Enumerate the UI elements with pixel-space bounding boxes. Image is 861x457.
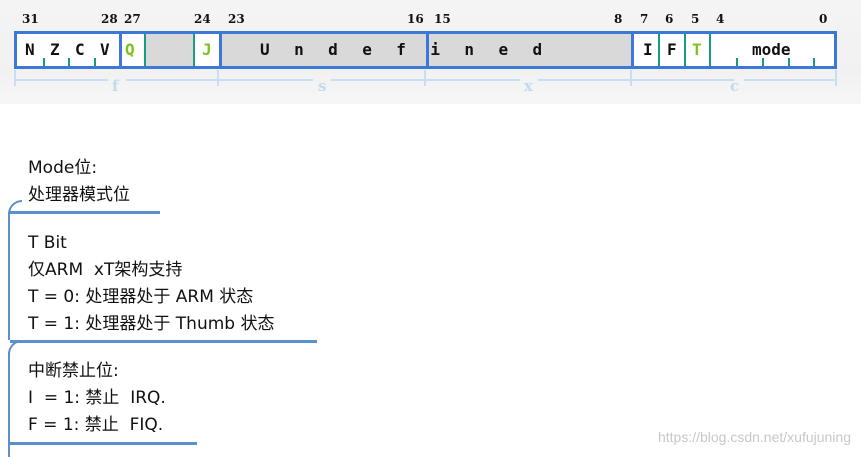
undefined-label: U n d e f i n e d	[260, 40, 550, 59]
bit-number-8: 8	[614, 12, 623, 26]
field-label-c: c	[730, 77, 740, 95]
bit-number-4: 4	[716, 12, 725, 26]
field-label-s: s	[318, 77, 327, 95]
field-divider	[631, 31, 634, 69]
field-bracket-edge	[14, 70, 16, 86]
field-line	[744, 79, 837, 81]
interrupt-note-line: F = 1: 禁止 FIQ.	[28, 415, 164, 435]
interrupt-note: 中断禁止位: I = 1: 禁止 IRQ. F = 1: 禁止 FIQ.	[28, 358, 166, 439]
interrupt-note-title: 中断禁止位:	[28, 361, 119, 381]
bit-number-5: 5	[691, 12, 700, 26]
field-line	[424, 79, 520, 81]
field-line	[630, 79, 734, 81]
bit-number-28: 28	[101, 12, 118, 26]
mode-label: mode	[752, 40, 791, 59]
field-divider	[426, 31, 429, 69]
field-bracket-edge	[217, 70, 219, 86]
flag-t: T	[692, 40, 702, 59]
tbit-note-line: 仅ARM xT架构支持	[28, 260, 183, 280]
bit-number-15: 15	[434, 12, 451, 26]
bit-tick	[762, 58, 764, 66]
field-bracket-edge	[630, 70, 632, 86]
bit-tick	[684, 34, 686, 66]
mode-note-desc: 处理器模式位	[28, 185, 130, 205]
mode-note-title: Mode位:	[28, 158, 98, 178]
bit-tick	[736, 58, 738, 66]
bit-number-7: 7	[640, 12, 649, 26]
note-connector	[8, 212, 10, 340]
field-line	[331, 79, 426, 81]
tbit-note-line: T = 1: 处理器处于 Thumb 状态	[28, 314, 275, 334]
flag-n: N	[25, 40, 35, 59]
flag-f: F	[667, 40, 677, 59]
bit-number-16: 16	[407, 12, 424, 26]
field-line	[538, 79, 632, 81]
interrupt-note-line: I = 1: 禁止 IRQ.	[28, 388, 166, 408]
field-bracket: f s x c	[14, 70, 837, 95]
flag-i: I	[643, 40, 653, 59]
mode-note: Mode位: 处理器模式位	[28, 155, 130, 209]
bit-number-27: 27	[124, 12, 141, 26]
bit-tick	[813, 58, 815, 66]
flag-z: Z	[50, 40, 60, 59]
field-bracket-edge	[835, 70, 837, 86]
bit-tick	[144, 34, 146, 66]
bit-tick	[94, 58, 96, 66]
tbit-note-underline	[10, 340, 317, 343]
mode-note-underline	[10, 211, 160, 214]
bit-number-23: 23	[228, 12, 245, 26]
bit-tick	[43, 58, 45, 66]
bit-number-24: 24	[194, 12, 211, 26]
watermark: https://blog.csdn.net/xufujuning	[657, 429, 851, 445]
field-label-f: f	[112, 77, 119, 95]
cpsr-register: N Z C V Q J U n d e f i n e d I F T mode	[14, 31, 837, 69]
field-divider	[119, 31, 122, 69]
field-line	[14, 79, 108, 81]
reserved-shade	[144, 34, 195, 66]
flag-v: V	[100, 40, 110, 59]
interrupt-note-underline	[10, 442, 197, 445]
field-line	[126, 79, 219, 81]
tbit-note-line: T = 0: 处理器处于 ARM 状态	[28, 287, 254, 307]
field-divider	[219, 31, 222, 69]
note-connector	[8, 200, 22, 214]
flag-j: J	[202, 40, 212, 59]
bit-tick	[788, 58, 790, 66]
note-connector	[8, 340, 22, 354]
bit-tick	[658, 34, 660, 66]
bit-tick	[193, 34, 195, 66]
bit-number-0: 0	[819, 12, 828, 26]
bit-tick	[709, 34, 711, 66]
field-label-x: x	[524, 77, 533, 95]
tbit-note: T Bit 仅ARM xT架构支持 T = 0: 处理器处于 ARM 状态 T …	[28, 230, 274, 338]
field-bracket-edge	[424, 70, 426, 86]
flag-c: C	[75, 40, 85, 59]
flag-q: Q	[125, 40, 135, 59]
field-line	[217, 79, 313, 81]
bit-number-31: 31	[22, 12, 39, 26]
note-connector	[8, 352, 10, 457]
bit-tick	[68, 58, 70, 66]
bit-number-6: 6	[665, 12, 674, 26]
tbit-note-title: T Bit	[28, 233, 67, 253]
